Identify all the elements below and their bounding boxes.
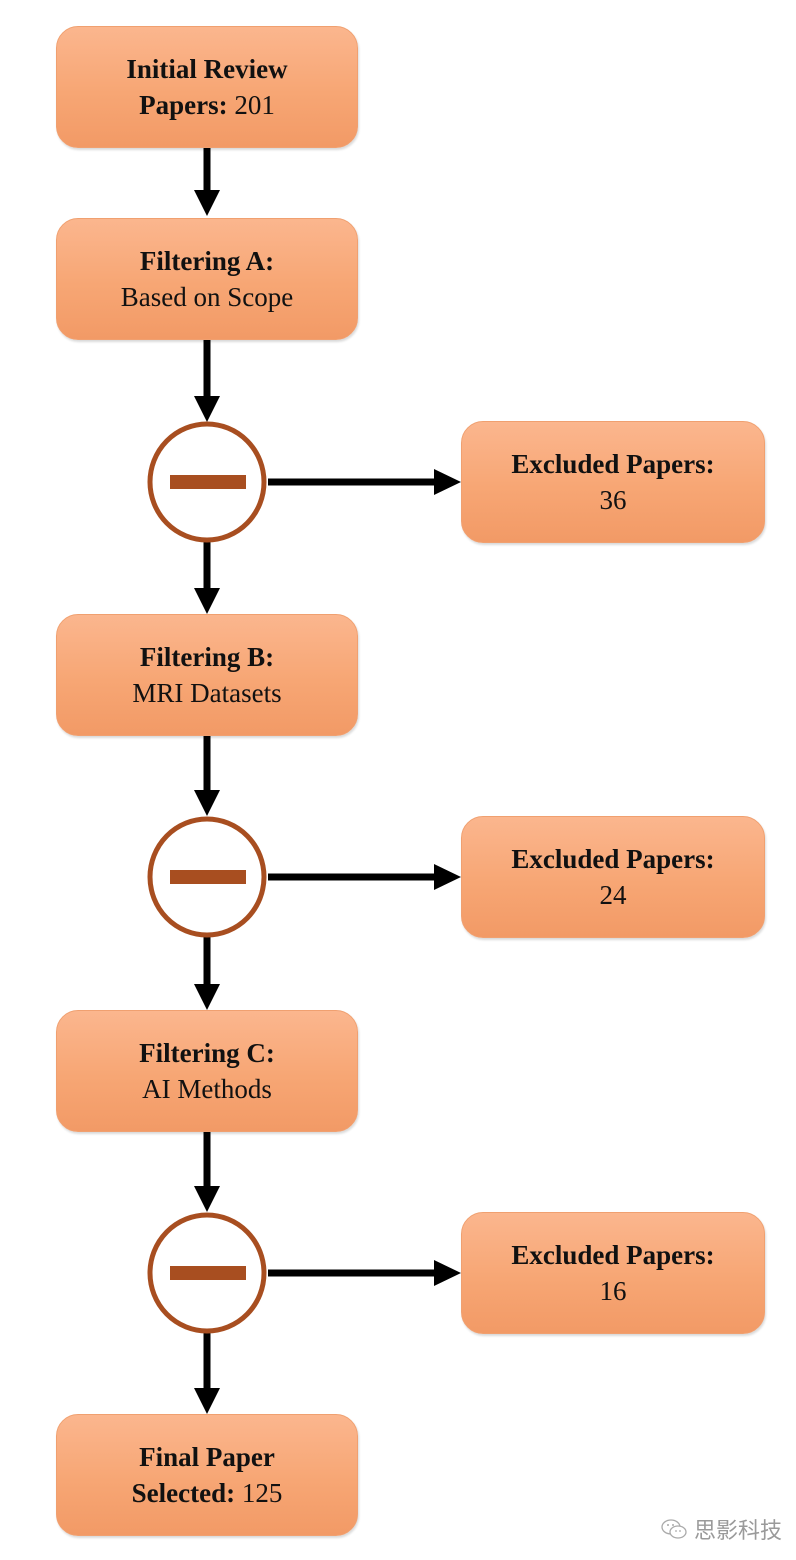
final-paper-label: Selected: xyxy=(131,1478,236,1508)
filtering-a-title: Filtering A: xyxy=(139,246,275,276)
final-paper-count: 125 xyxy=(241,1478,283,1508)
filtering-a-box: Filtering A: Based on Scope xyxy=(56,218,358,340)
minus-icon xyxy=(170,1266,246,1280)
excluded-c-label: Excluded Papers: xyxy=(511,1240,715,1270)
minus-circle-a xyxy=(147,421,267,543)
initial-review-count: 201 xyxy=(234,90,275,120)
minus-circle-b xyxy=(147,816,267,938)
minus-icon xyxy=(170,870,246,884)
initial-review-title: Initial Review xyxy=(126,54,288,84)
watermark-text: 思影科技 xyxy=(694,1519,783,1544)
arrowhead xyxy=(194,190,220,216)
filtering-b-box: Filtering B: MRI Datasets xyxy=(56,614,358,736)
arrowhead xyxy=(194,984,220,1010)
filtering-c-title: Filtering C: xyxy=(139,1038,275,1068)
arrowhead xyxy=(434,469,461,495)
minus-icon xyxy=(170,475,246,489)
excluded-a-label: Excluded Papers: xyxy=(511,449,715,479)
wechat-icon xyxy=(661,1519,687,1539)
arrowhead xyxy=(194,1388,220,1414)
excluded-c-box: Excluded Papers: 16 xyxy=(461,1212,765,1334)
arrowhead xyxy=(194,1186,220,1212)
arrowhead xyxy=(194,588,220,614)
filtering-b-title: Filtering B: xyxy=(139,642,275,672)
excluded-a-count: 36 xyxy=(599,485,627,515)
arrowhead xyxy=(434,864,461,890)
arrowhead xyxy=(194,396,220,422)
filtering-c-box: Filtering C: AI Methods xyxy=(56,1010,358,1132)
watermark: 思影科技 xyxy=(660,1513,782,1545)
filtering-c-desc: AI Methods xyxy=(142,1074,272,1104)
excluded-b-count: 24 xyxy=(599,880,627,910)
final-paper-title: Final Paper xyxy=(139,1442,275,1472)
excluded-b-label: Excluded Papers: xyxy=(511,844,715,874)
excluded-b-box: Excluded Papers: 24 xyxy=(461,816,765,938)
initial-review-label: Papers: xyxy=(139,90,228,120)
arrowhead xyxy=(434,1260,461,1286)
filtering-a-desc: Based on Scope xyxy=(120,282,294,312)
excluded-a-box: Excluded Papers: 36 xyxy=(461,421,765,543)
initial-review-box: Initial Review Papers: 201 xyxy=(56,26,358,148)
minus-circle-c xyxy=(147,1212,267,1334)
arrowhead xyxy=(194,790,220,816)
final-paper-box: Final Paper Selected: 125 xyxy=(56,1414,358,1536)
filtering-b-desc: MRI Datasets xyxy=(132,678,282,708)
excluded-c-count: 16 xyxy=(599,1276,627,1306)
